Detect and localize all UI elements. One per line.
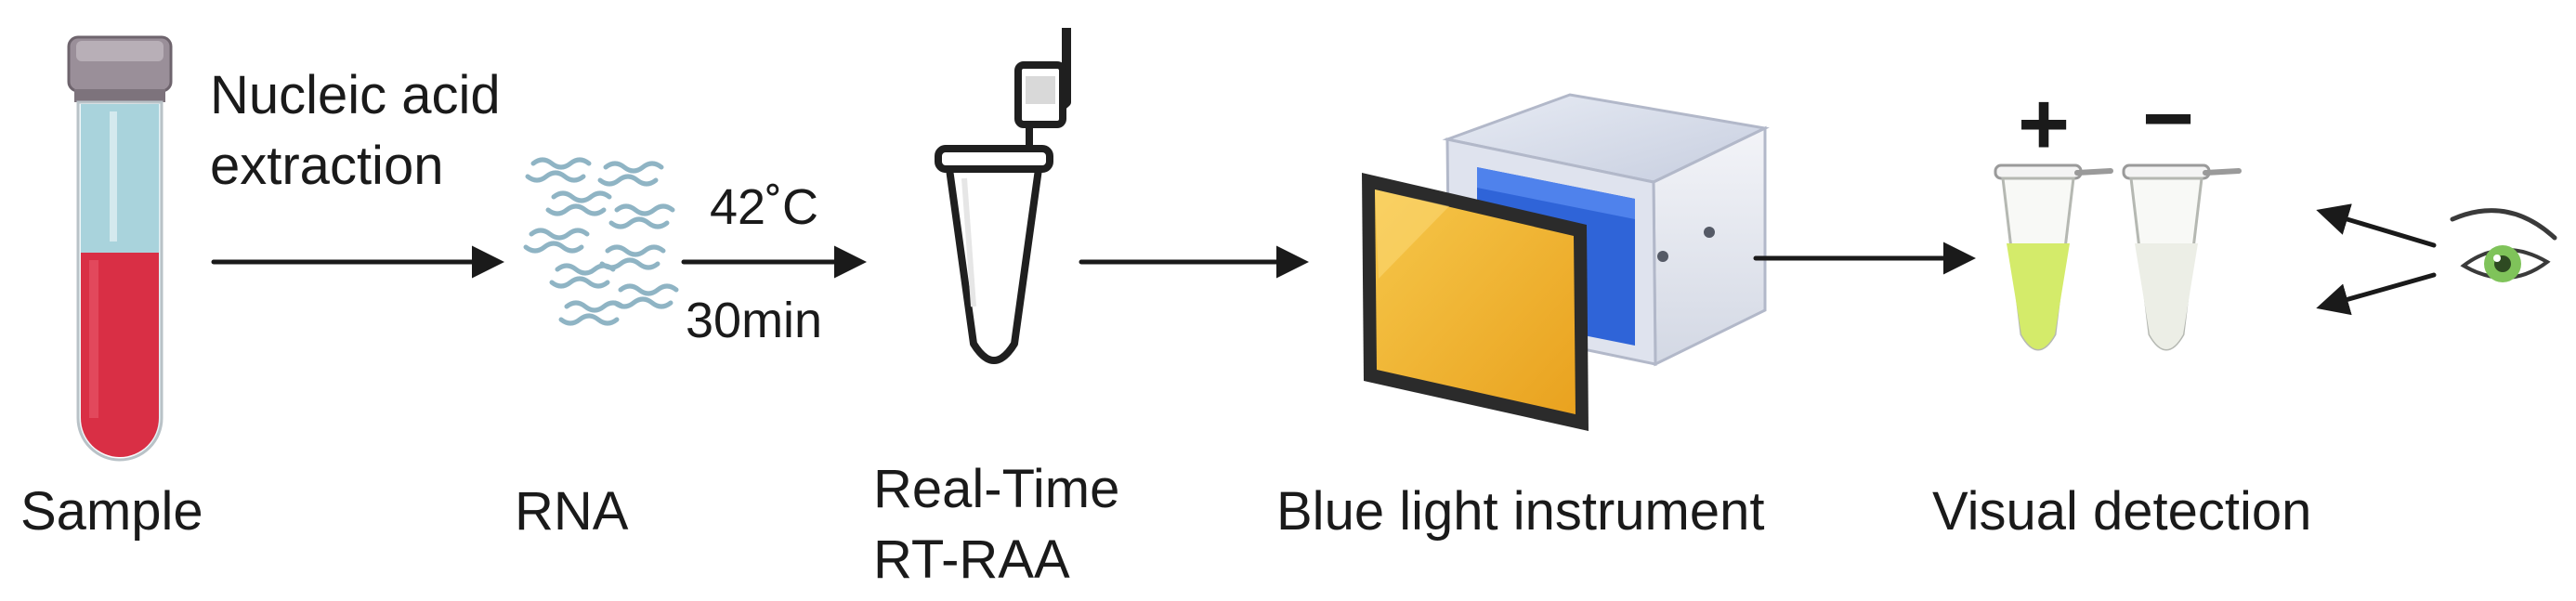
step-label-sample: Sample (20, 481, 203, 542)
negative-sign: − (2142, 69, 2195, 168)
arrow-eye-upper (2316, 203, 2437, 248)
pcr-tube-icon (935, 28, 1071, 364)
blood-sample-tube-icon (67, 35, 173, 462)
step-label-blue-light: Blue light instrument (1276, 481, 1765, 542)
positive-sign: + (2018, 74, 2071, 174)
extraction-label-line1: Nucleic acid (210, 65, 501, 125)
blue-light-instrument-icon (1362, 93, 1770, 431)
positive-tube (1994, 163, 2113, 351)
eye-icon (2450, 208, 2557, 282)
negative-tube (2122, 163, 2242, 351)
rna-strands-icon (523, 157, 679, 326)
time-label: 30min (686, 293, 823, 348)
step-label-rna: RNA (515, 481, 629, 542)
arrow-eye-lower (2316, 272, 2437, 316)
step-label-rtraa-line1: Real-Time (873, 459, 1120, 519)
extraction-label-line2: extraction (210, 136, 444, 196)
temperature-label: 42˚C (710, 179, 819, 235)
step-label-visual: Visual detection (1932, 481, 2312, 542)
step-label-rtraa-line2: RT-RAA (873, 529, 1070, 590)
flow-arrows (211, 203, 2437, 316)
result-tubes-icon (1994, 163, 2242, 351)
